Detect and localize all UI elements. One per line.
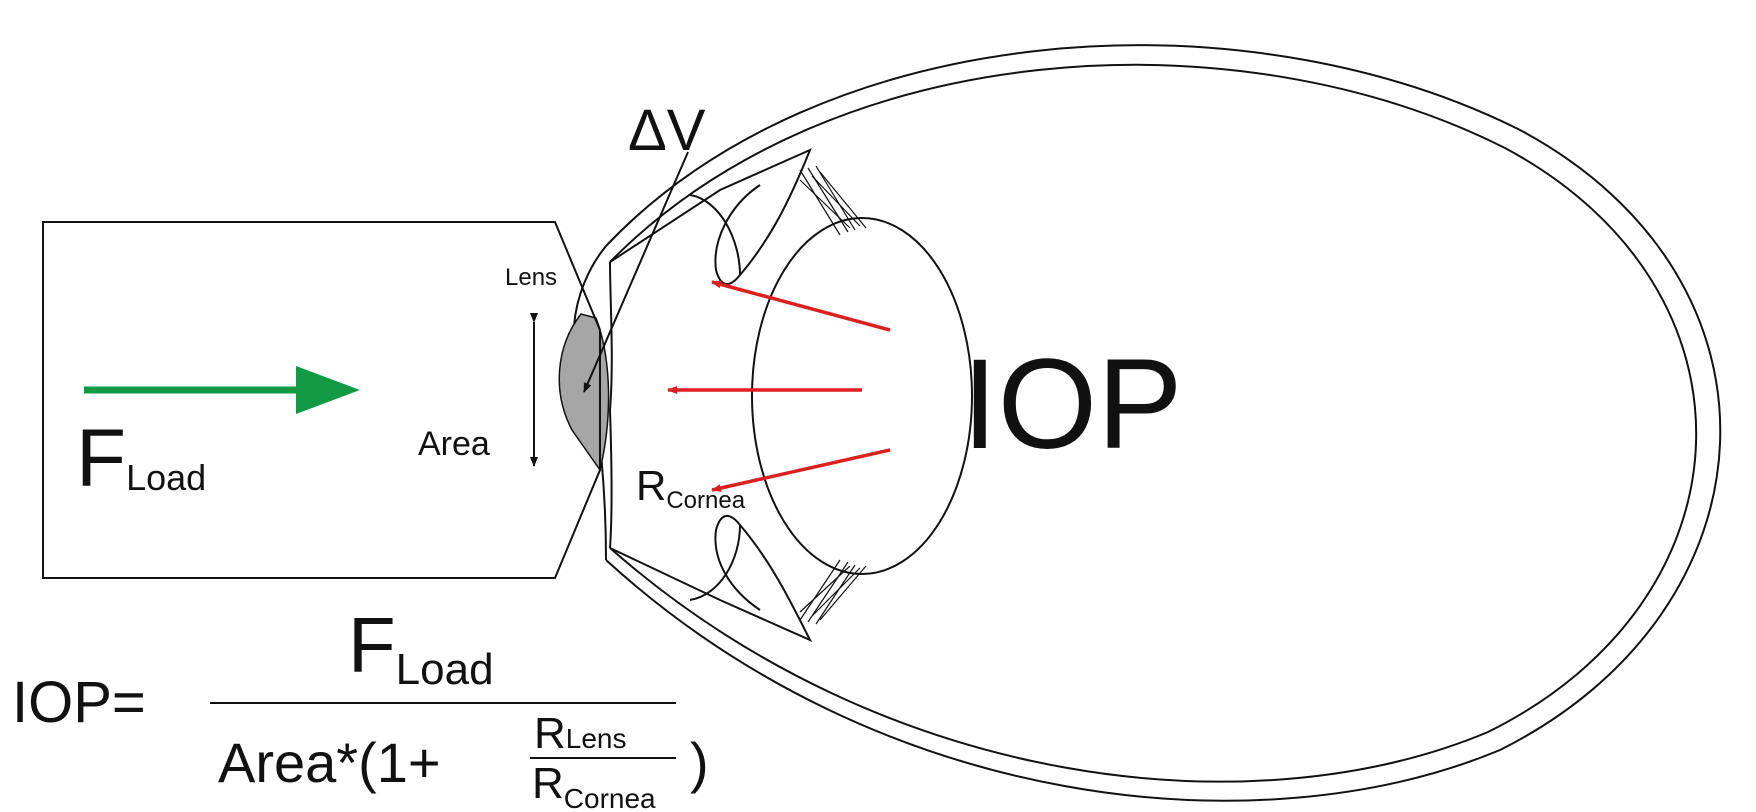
- r-cornea-label: RCornea: [636, 462, 746, 514]
- formula-lhs: IOP=: [12, 670, 146, 735]
- iop-formula: IOP= FLoad Area*(1+ RLens RCornea ): [12, 601, 709, 812]
- formula-inner-denominator-sub: Cornea: [564, 783, 656, 812]
- pressure-arrow-bottom: [711, 448, 891, 492]
- f-load-main: F: [76, 413, 126, 504]
- formula-numerator-main: F: [348, 601, 396, 689]
- force-arrow-head: [296, 366, 360, 414]
- iris-upper-tip: [689, 194, 741, 276]
- pressure-arrow-top: [711, 280, 891, 332]
- applanation-area: [558, 313, 610, 472]
- iris-lower: [609, 515, 813, 643]
- delta-v-label: ΔV: [628, 98, 706, 163]
- f-load-sub: Load: [126, 457, 206, 498]
- lens-label: Lens: [505, 264, 557, 291]
- eye-inner-wall: [609, 63, 1698, 783]
- formula-inner-denominator: RCornea: [532, 759, 656, 812]
- area-label: Area: [418, 425, 490, 463]
- formula-denominator-prefix: Area*(1+: [218, 731, 441, 794]
- formula-numerator: FLoad: [348, 601, 494, 694]
- eye-outer-wall: [605, 44, 1722, 802]
- formula-denominator-suffix: ): [690, 731, 709, 794]
- tonometer-probe: [42, 221, 601, 579]
- iris-lower-tip: [689, 524, 741, 601]
- formula-inner-numerator: RLens: [534, 709, 627, 758]
- r-cornea-main: R: [636, 462, 666, 509]
- formula-inner-denominator-main: R: [532, 759, 564, 808]
- f-load-label: FLoad: [76, 413, 206, 504]
- formula-inner-numerator-main: R: [534, 709, 566, 758]
- delta-v-pointer: [583, 151, 689, 393]
- iop-label: IOP: [962, 333, 1183, 476]
- zonules-lower: [799, 559, 867, 625]
- cornea-inner: [608, 261, 613, 549]
- crystalline-lens: [751, 217, 973, 575]
- formula-inner-numerator-sub: Lens: [566, 723, 627, 754]
- formula-numerator-sub: Load: [396, 645, 494, 694]
- iris-upper: [609, 148, 812, 285]
- r-cornea-sub: Cornea: [666, 487, 745, 514]
